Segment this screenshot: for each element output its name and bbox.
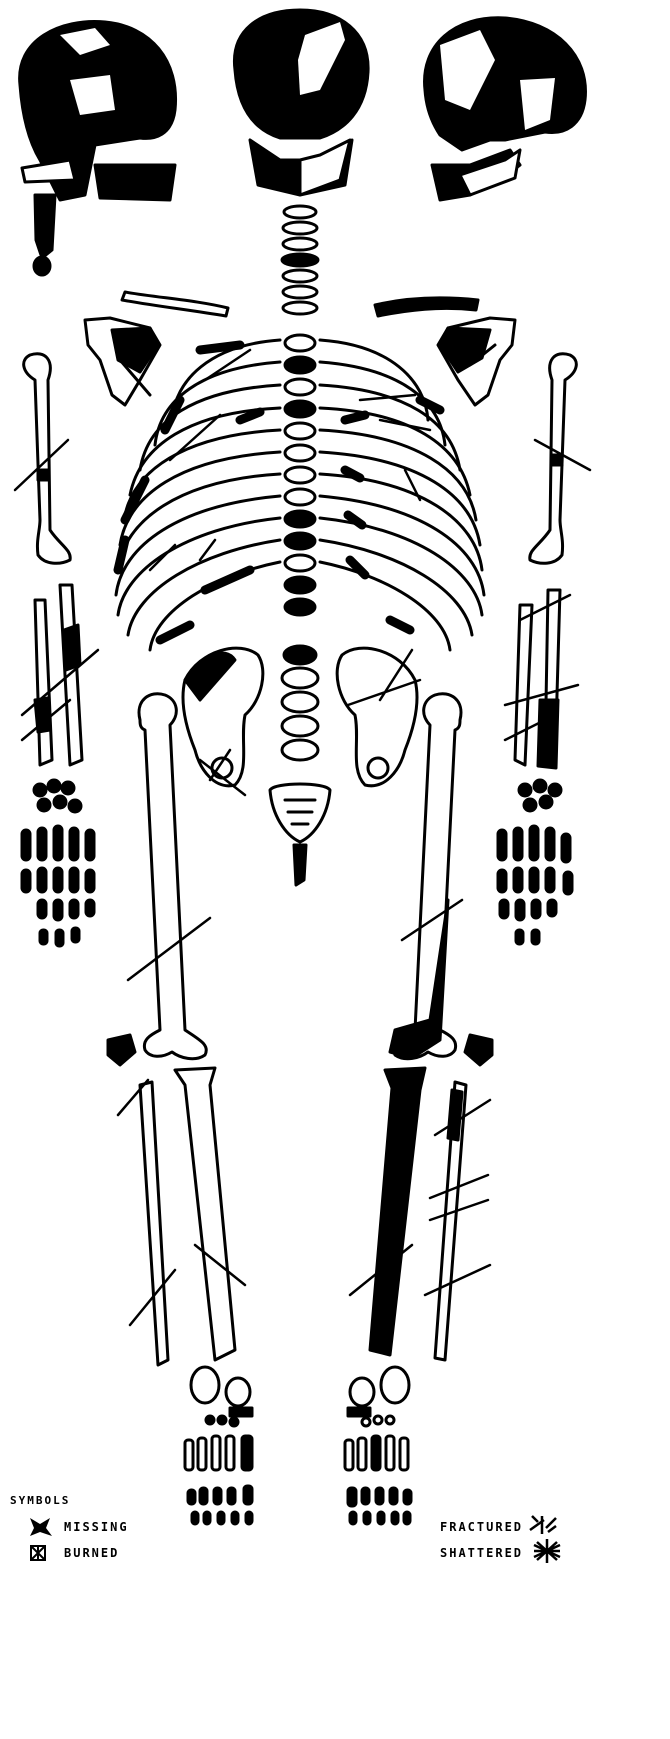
legend-missing-label: MISSING (64, 1520, 129, 1534)
lower-leg-right (370, 1068, 466, 1360)
lower-leg-left (140, 1068, 235, 1365)
missing-symbol-icon (28, 1516, 56, 1538)
clavicle-left (122, 292, 228, 316)
skull-frontal-view (234, 10, 368, 195)
clavicle-right (375, 298, 478, 316)
hand-left (22, 780, 94, 946)
scapula-left (85, 318, 160, 405)
burned-symbol-icon (28, 1543, 50, 1563)
patella-right (465, 1035, 492, 1065)
legend-burned-label: BURNED (64, 1546, 119, 1560)
foot-right (345, 1367, 411, 1524)
skeleton-diagram (0, 0, 600, 1568)
skull-right-view (425, 18, 586, 200)
fractured-symbol-icon (528, 1512, 558, 1538)
skull-left-view (20, 22, 176, 275)
pelvis-left (183, 648, 263, 786)
forearm-left (35, 585, 82, 765)
legend-title: SYMBOLS (10, 1494, 70, 1507)
scapula-right (438, 318, 515, 405)
skeletal-chart: SYMBOLS MISSING BURNED FRACTURED SHATTER… (0, 0, 600, 1568)
rib-cage-right (320, 340, 484, 650)
vertebral-column (270, 206, 330, 885)
forearm-right (515, 590, 560, 768)
legend-fractured-label: FRACTURED (440, 1520, 523, 1534)
patella-left (108, 1035, 135, 1065)
foot-left (185, 1367, 252, 1524)
pelvis-right (337, 648, 417, 786)
shattered-symbol-icon (532, 1538, 562, 1564)
legend-shattered-label: SHATTERED (440, 1546, 523, 1560)
rib-cage-left (116, 340, 280, 650)
hand-right (498, 780, 572, 944)
femur-right (394, 694, 461, 1059)
femur-left (139, 694, 206, 1059)
